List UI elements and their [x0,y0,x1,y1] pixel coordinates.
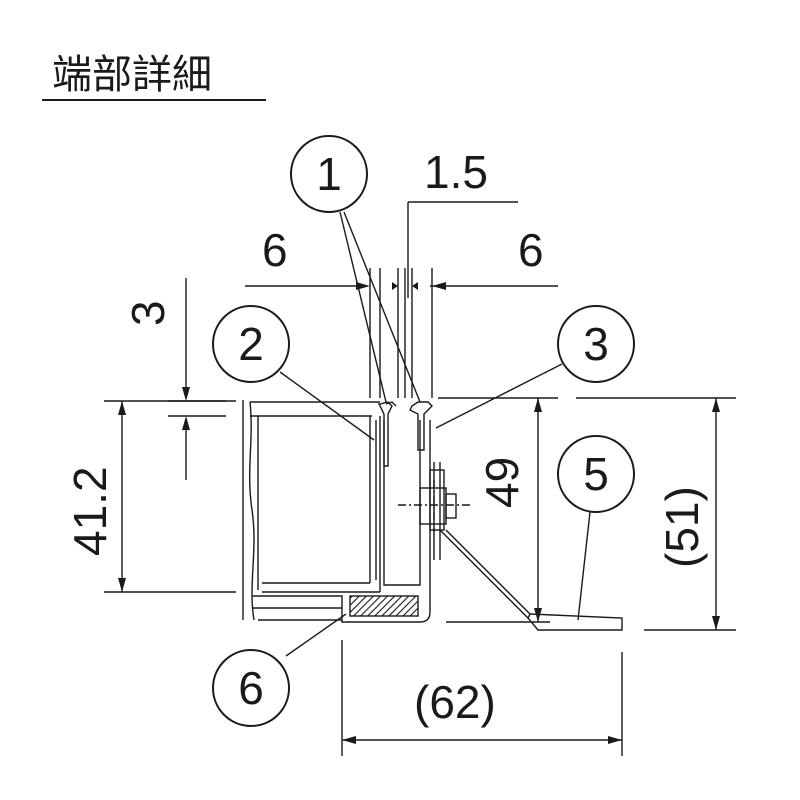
dim-right-width: 6 [518,224,544,276]
callout-2: 2 [212,305,290,383]
callout-3-label: 3 [583,318,609,370]
profile-geometry [242,400,623,631]
callout-3: 3 [557,305,635,383]
callout-6: 6 [212,649,290,727]
dim-left-height: 41.2 [64,466,116,556]
callout-5-label: 5 [583,448,609,500]
dim-inner-height: 49 [476,457,528,508]
dimension-lines [104,201,736,756]
callout-6-label: 6 [238,662,264,714]
dim-overall-height: (51) [656,486,708,568]
dim-gap: 1.5 [424,146,488,198]
callout-5: 5 [557,435,635,513]
rubber-strip [349,595,419,617]
callout-2-label: 2 [238,318,264,370]
drawing-title: 端部詳細 [52,52,212,98]
leader-lines [279,211,591,657]
dim-overall-width: (62) [414,676,496,728]
callout-1-label: 1 [316,148,342,200]
callout-1: 1 [290,135,368,213]
dim-top-offset: 3 [122,300,174,326]
dim-left-width: 6 [262,224,288,276]
